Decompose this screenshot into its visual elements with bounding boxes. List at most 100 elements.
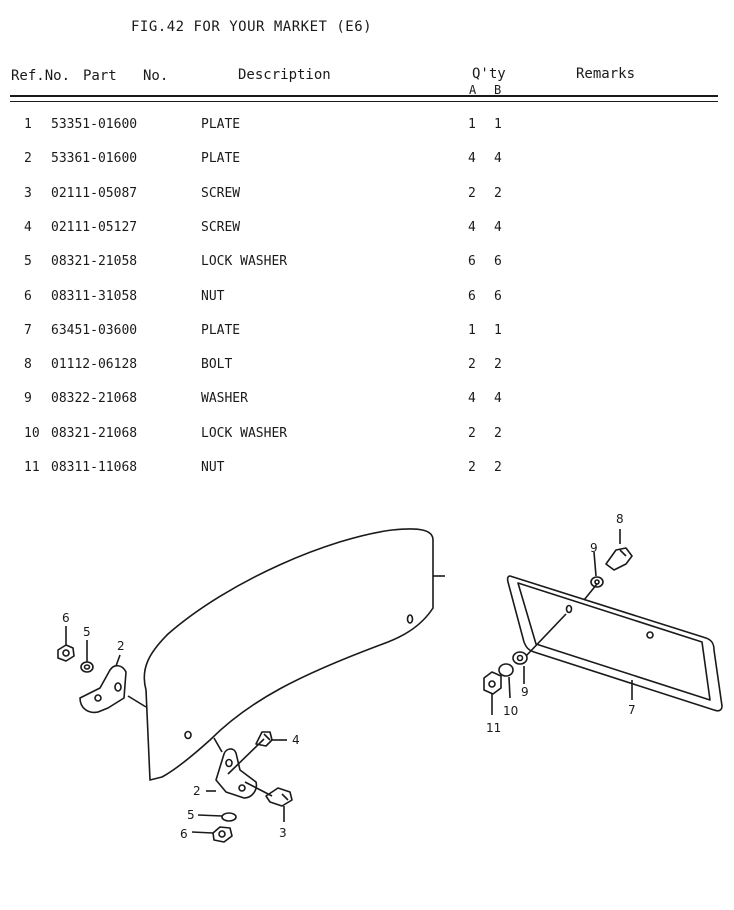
callout-mid-2: 2 <box>193 784 201 798</box>
qty-b-cell: 2 <box>494 357 502 373</box>
header-no: No. <box>143 68 169 84</box>
right-bolt <box>605 547 633 571</box>
large-plate <box>143 528 434 781</box>
qty-a-cell: 2 <box>468 425 476 441</box>
middle-lock-washer <box>221 812 237 822</box>
left-lock-washer <box>80 661 94 673</box>
table-row: 3 02111-05087 SCREW 2 2 <box>0 186 734 206</box>
qty-a-cell: 2 <box>468 357 476 373</box>
callout-right-9-bottom: 9 <box>521 685 529 699</box>
qty-b-cell: 4 <box>494 391 502 407</box>
middle-nut <box>212 826 233 843</box>
qty-b-cell: 2 <box>494 185 502 201</box>
callout-left-6: 6 <box>62 611 70 625</box>
callout-left-5: 5 <box>83 625 91 639</box>
qty-a-cell: 1 <box>468 117 476 132</box>
part-number-cell: 53351-01600 <box>51 117 138 132</box>
header-ref-no: Ref.No. <box>11 68 71 84</box>
table-row: 4 02111-05127 SCREW 4 4 <box>0 220 734 240</box>
qty-a-cell: 6 <box>468 254 476 270</box>
middle-bracket <box>215 748 258 799</box>
right-plate <box>506 575 723 712</box>
right-nut <box>483 671 502 695</box>
description-cell: WASHER <box>201 391 248 407</box>
qty-b-cell: 6 <box>494 254 502 270</box>
ref-no-cell: 3 <box>24 185 32 201</box>
qty-b-cell: 2 <box>494 460 502 475</box>
callout-mid-6: 6 <box>180 827 188 841</box>
header-qty-b: B <box>494 83 502 97</box>
header-remarks: Remarks <box>576 66 636 82</box>
ref-no-cell: 2 <box>24 151 32 167</box>
callout-right-7: 7 <box>628 703 636 717</box>
qty-a-cell: 4 <box>468 391 476 407</box>
qty-b-cell: 1 <box>494 322 502 338</box>
ref-no-cell: 5 <box>24 254 32 270</box>
part-number-cell: 53361-01600 <box>51 151 138 167</box>
qty-a-cell: 2 <box>468 185 476 201</box>
callout-mid-5: 5 <box>187 808 195 822</box>
part-number-cell: 08322-21068 <box>51 391 138 407</box>
ref-no-cell: 8 <box>24 357 32 373</box>
description-cell: SCREW <box>201 219 241 235</box>
header-qty-a: A <box>469 83 477 97</box>
callout-right-10: 10 <box>503 704 518 718</box>
qty-a-cell: 4 <box>468 219 476 235</box>
ref-no-cell: 7 <box>24 322 32 338</box>
table-row: 7 63451-03600 PLATE 1 1 <box>0 323 734 343</box>
header-rule-thick <box>10 95 718 97</box>
description-cell: LOCK WASHER <box>201 254 288 270</box>
qty-a-cell: 6 <box>468 288 476 304</box>
callout-left-2: 2 <box>117 639 125 653</box>
part-number-cell: 08311-31058 <box>51 288 138 304</box>
qty-a-cell: 1 <box>468 322 476 338</box>
qty-b-cell: 6 <box>494 288 502 304</box>
qty-a-cell: 4 <box>468 151 476 167</box>
left-nut <box>57 644 75 662</box>
callout-right-9-top: 9 <box>590 541 598 555</box>
table-row: 1 53351-01600 PLATE 1 1 <box>0 117 734 137</box>
right-lock-washer <box>498 663 514 677</box>
description-cell: BOLT <box>201 357 233 373</box>
description-cell: SCREW <box>201 185 241 201</box>
description-cell: PLATE <box>201 151 241 167</box>
table-row: 8 01112-06128 BOLT 2 2 <box>0 357 734 377</box>
part-number-cell: 02111-05127 <box>51 219 138 235</box>
description-cell: NUT <box>201 288 225 304</box>
description-cell: PLATE <box>201 117 241 132</box>
table-row: 9 08322-21068 WASHER 4 4 <box>0 391 734 411</box>
header-description: Description <box>238 67 331 83</box>
screw-4 <box>255 731 273 747</box>
screw-3 <box>265 787 293 807</box>
right-washer-top <box>590 576 604 588</box>
ref-no-cell: 9 <box>24 391 32 407</box>
qty-b-cell: 1 <box>494 117 502 132</box>
ref-no-cell: 4 <box>24 219 32 235</box>
description-cell: NUT <box>201 460 225 475</box>
ref-no-cell: 11 <box>24 460 40 475</box>
callout-mid-3: 3 <box>279 826 287 840</box>
figure-title: FIG.42 FOR YOUR MARKET (E6) <box>131 19 373 35</box>
description-cell: LOCK WASHER <box>201 425 288 441</box>
part-number-cell: 08311-11068 <box>51 460 138 475</box>
callout-right-8: 8 <box>616 512 624 526</box>
part-number-cell: 63451-03600 <box>51 322 138 338</box>
qty-b-cell: 4 <box>494 151 502 167</box>
ref-no-cell: 1 <box>24 117 32 132</box>
table-row: 2 53361-01600 PLATE 4 4 <box>0 151 734 171</box>
qty-b-cell: 4 <box>494 219 502 235</box>
part-number-cell: 01112-06128 <box>51 357 138 373</box>
header-rule-thin <box>10 101 718 102</box>
callout-mid-4: 4 <box>292 733 300 747</box>
part-number-cell: 02111-05087 <box>51 185 138 201</box>
description-cell: PLATE <box>201 322 241 338</box>
callout-right-11: 11 <box>486 721 501 735</box>
qty-b-cell: 2 <box>494 425 502 441</box>
header-qty: Q'ty <box>472 66 506 82</box>
right-washer-bottom <box>512 651 528 665</box>
